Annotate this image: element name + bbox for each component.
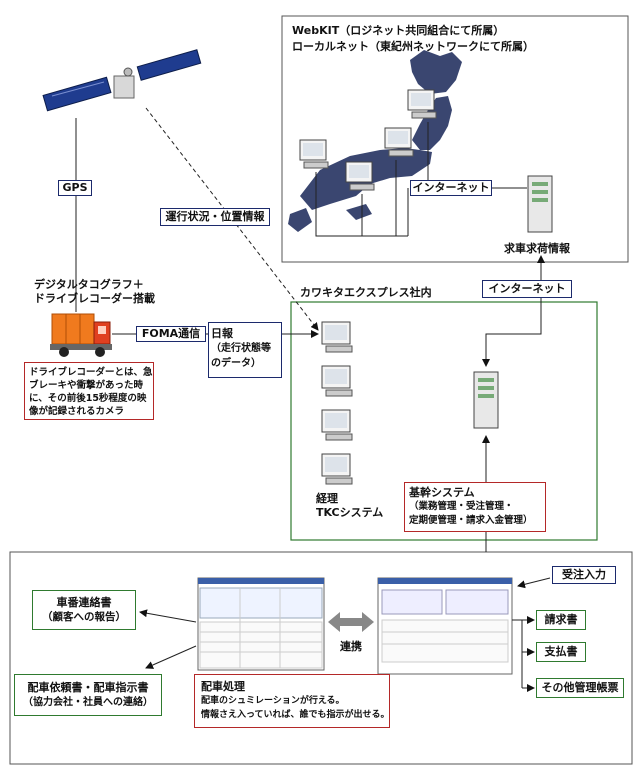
vehicle-report-sub: （顧客への報告）	[42, 611, 126, 623]
webkit-internet-label: インターネット	[410, 180, 492, 196]
foma-label: FOMA通信	[136, 326, 206, 342]
order-input-label: 受注入力	[552, 566, 616, 584]
office-title: カワキタエクスプレス社内	[300, 286, 432, 299]
other-reports-label: その他管理帳票	[536, 678, 624, 698]
invoice-label: 請求書	[536, 610, 586, 630]
core-screenshot	[377, 577, 513, 675]
note-line-4: 像が記録されるカメラ	[29, 406, 125, 417]
webkit-server-icon	[527, 175, 553, 233]
core-system-title: 基幹システム	[409, 486, 475, 499]
webkit-frame	[281, 15, 629, 263]
satellite-icon	[42, 49, 202, 112]
core-system-line-3: 定期便管理・請求入金管理）	[409, 515, 533, 526]
truck-icon	[50, 313, 112, 357]
dispatch-request-title: 配車依頼書・配車指示書	[27, 681, 149, 694]
job-info-label: 求車求荷情報	[504, 242, 570, 255]
truck-title-2: ドライブレコーダー搭載	[34, 292, 155, 305]
office-server-icon	[473, 371, 499, 429]
localnet-title: ローカルネット（東紀州ネットワークにて所属）	[292, 40, 534, 53]
note-line-2: ブレーキや衝撃があった時	[29, 380, 144, 391]
office-pc-icons	[321, 321, 353, 485]
truck-title-1: デジタルタコグラフ＋	[34, 278, 144, 291]
gps-label: GPS	[58, 180, 92, 196]
dispatch-process-line-2: 配車のシュミレーションが行える。	[201, 696, 345, 706]
link-double-arrow	[328, 612, 374, 632]
core-system-line-2: （業務管理・受注管理・	[409, 501, 514, 512]
note-line-1: ドライブレコーダーとは、急	[29, 367, 153, 378]
daily-report-box: 日報 （走行状態等 のデータ）	[208, 322, 282, 378]
vehicle-report-title: 車番連絡書	[56, 596, 112, 609]
daily-report-title: 日報	[211, 327, 233, 340]
bottom-frame	[9, 551, 633, 765]
drive-recorder-note: ドライブレコーダーとは、急 ブレーキや衝撃があった時 に、その前後15秒程度の映…	[24, 362, 154, 420]
webkit-title: WebKIT（ロジネット共同組合にて所属）	[292, 24, 505, 37]
keiri-label: 経理	[316, 492, 338, 505]
office-frame	[290, 301, 598, 541]
daily-report-line-2: （走行状態等	[211, 343, 271, 354]
vehicle-report-box: 車番連絡書 （顧客への報告）	[32, 590, 136, 630]
map-pc-icons	[299, 89, 437, 191]
daily-report-line-3: のデータ）	[211, 358, 261, 369]
dispatch-screenshot	[197, 577, 325, 671]
dispatch-request-sub: （協力会社・社員への連絡）	[23, 697, 153, 708]
status-position-label: 運行状況・位置情報	[160, 208, 270, 226]
office-internet-label: インターネット	[482, 280, 572, 298]
link-label: 連携	[340, 640, 362, 653]
dispatch-process-line-3: 情報さえ入っていれば、誰でも指示が出せる。	[201, 710, 390, 720]
note-line-3: に、その前後15秒程度の映	[29, 393, 147, 404]
payment-label: 支払書	[536, 642, 586, 662]
tkc-label: TKCシステム	[316, 506, 384, 519]
dispatch-request-box: 配車依頼書・配車指示書 （協力会社・社員への連絡）	[14, 674, 162, 716]
core-system-box: 基幹システム （業務管理・受注管理・ 定期便管理・請求入金管理）	[404, 482, 546, 532]
dispatch-process-box: 配車処理 配車のシュミレーションが行える。 情報さえ入っていれば、誰でも指示が出…	[194, 674, 390, 728]
dispatch-process-title: 配車処理	[201, 680, 245, 693]
